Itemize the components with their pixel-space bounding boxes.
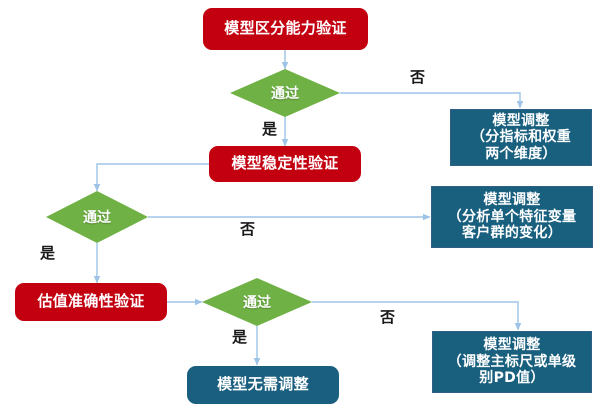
decision-label: 通过: [271, 86, 299, 102]
edge-label-yes-1: 是: [262, 120, 278, 138]
node-label: 模型调整 （分指标和权重 两个维度）: [470, 112, 572, 162]
node-label: 估值准确性验证: [37, 292, 145, 311]
node-adjust-3[interactable]: 模型调整 （调整主标尺或单级 别PD值）: [432, 331, 592, 393]
decision-pass-2[interactable]: 通过: [46, 191, 148, 243]
node-label: 模型调整 （分析单个特征变量 客户群的变化）: [447, 192, 577, 242]
edge-label-no-1: 否: [410, 68, 426, 86]
diamond-shape-icon: [202, 278, 312, 326]
edge-label-yes-2: 是: [40, 244, 56, 262]
edge-diamond1-no: [340, 92, 524, 109]
edge-label-yes-3: 是: [232, 328, 248, 346]
node-validate-discrimination[interactable]: 模型区分能力验证: [203, 8, 368, 50]
decision-label: 通过: [83, 210, 111, 226]
edge-label-no-2: 否: [240, 220, 256, 238]
node-label: 模型稳定性验证: [231, 154, 339, 173]
node-validate-stability[interactable]: 模型稳定性验证: [209, 146, 361, 182]
node-validate-accuracy[interactable]: 估值准确性验证: [15, 283, 167, 321]
node-label: 模型区分能力验证: [224, 19, 347, 38]
edge-box2-to-diamond2: [93, 163, 209, 192]
diamond-shape-icon: [46, 191, 148, 243]
decision-pass-1[interactable]: 通过: [230, 69, 340, 117]
node-label: 模型调整 （调整主标尺或单级 别PD值）: [447, 337, 577, 387]
node-label: 模型无需调整: [217, 375, 309, 394]
decision-label: 通过: [243, 295, 271, 311]
node-adjust-1[interactable]: 模型调整 （分指标和权重 两个维度）: [450, 109, 592, 166]
node-no-adjust-needed[interactable]: 模型无需调整: [187, 366, 339, 404]
node-adjust-2[interactable]: 模型调整 （分析单个特征变量 客户群的变化）: [431, 186, 593, 248]
edge-diamond3-no: [312, 301, 522, 331]
diamond-shape-icon: [230, 69, 340, 117]
edge-label-no-3: 否: [380, 308, 396, 326]
decision-pass-3[interactable]: 通过: [202, 278, 312, 326]
